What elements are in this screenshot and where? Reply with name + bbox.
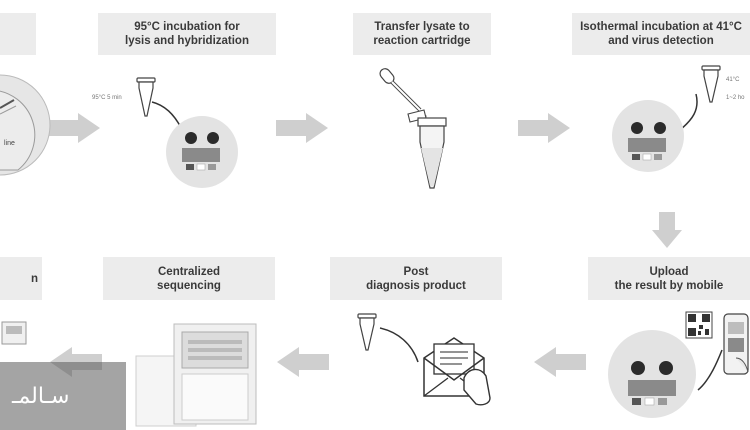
- arrow-left-1: [534, 347, 586, 377]
- step-box-post-diagnosis: Post diagnosis product: [330, 257, 502, 300]
- mobile-phone-icon: [722, 312, 750, 376]
- sequencer-machine-icon: [136, 318, 266, 428]
- hand-icon: [456, 358, 496, 408]
- step-box-upload-result: Upload the result by mobile: [588, 257, 750, 300]
- cartridge-tube-icon: [404, 108, 454, 192]
- reaction-tube-icon-3: [356, 314, 378, 354]
- detection-device-icon-2: [604, 90, 714, 190]
- arrow-left-2: [277, 347, 329, 377]
- qr-code-icon: [686, 312, 712, 338]
- time-range-label: 1~2 ho: [726, 94, 745, 103]
- watermark-logo: سـالمـ: [12, 384, 69, 409]
- step-box-transfer-lysate: Transfer lysate to reaction cartridge: [353, 13, 491, 55]
- arrow-right-2: [276, 113, 328, 143]
- step-box-lysis-hybridization: 95°C incubation for lysis and hybridizat…: [98, 13, 276, 55]
- incubation-time-label: 95°C 5 min: [92, 94, 122, 103]
- step-box-partial-top-left: [0, 13, 36, 55]
- step-box-partial-bottom-left: n: [0, 257, 42, 300]
- arrow-right-3: [518, 113, 570, 143]
- partial-device-icon-bottom: [0, 318, 30, 348]
- step-box-centralized-sequencing: Centralized sequencing: [103, 257, 275, 300]
- partial-device-illustration: [0, 70, 45, 180]
- partial-left-label: line: [4, 139, 15, 148]
- arrow-right-1: [48, 113, 100, 143]
- step-box-isothermal-detection: Isothermal incubation at 41°C and virus …: [572, 13, 750, 55]
- detection-device-icon-1: [150, 100, 250, 190]
- temperature-41-label: 41°C: [726, 76, 739, 85]
- arrow-down: [652, 212, 682, 248]
